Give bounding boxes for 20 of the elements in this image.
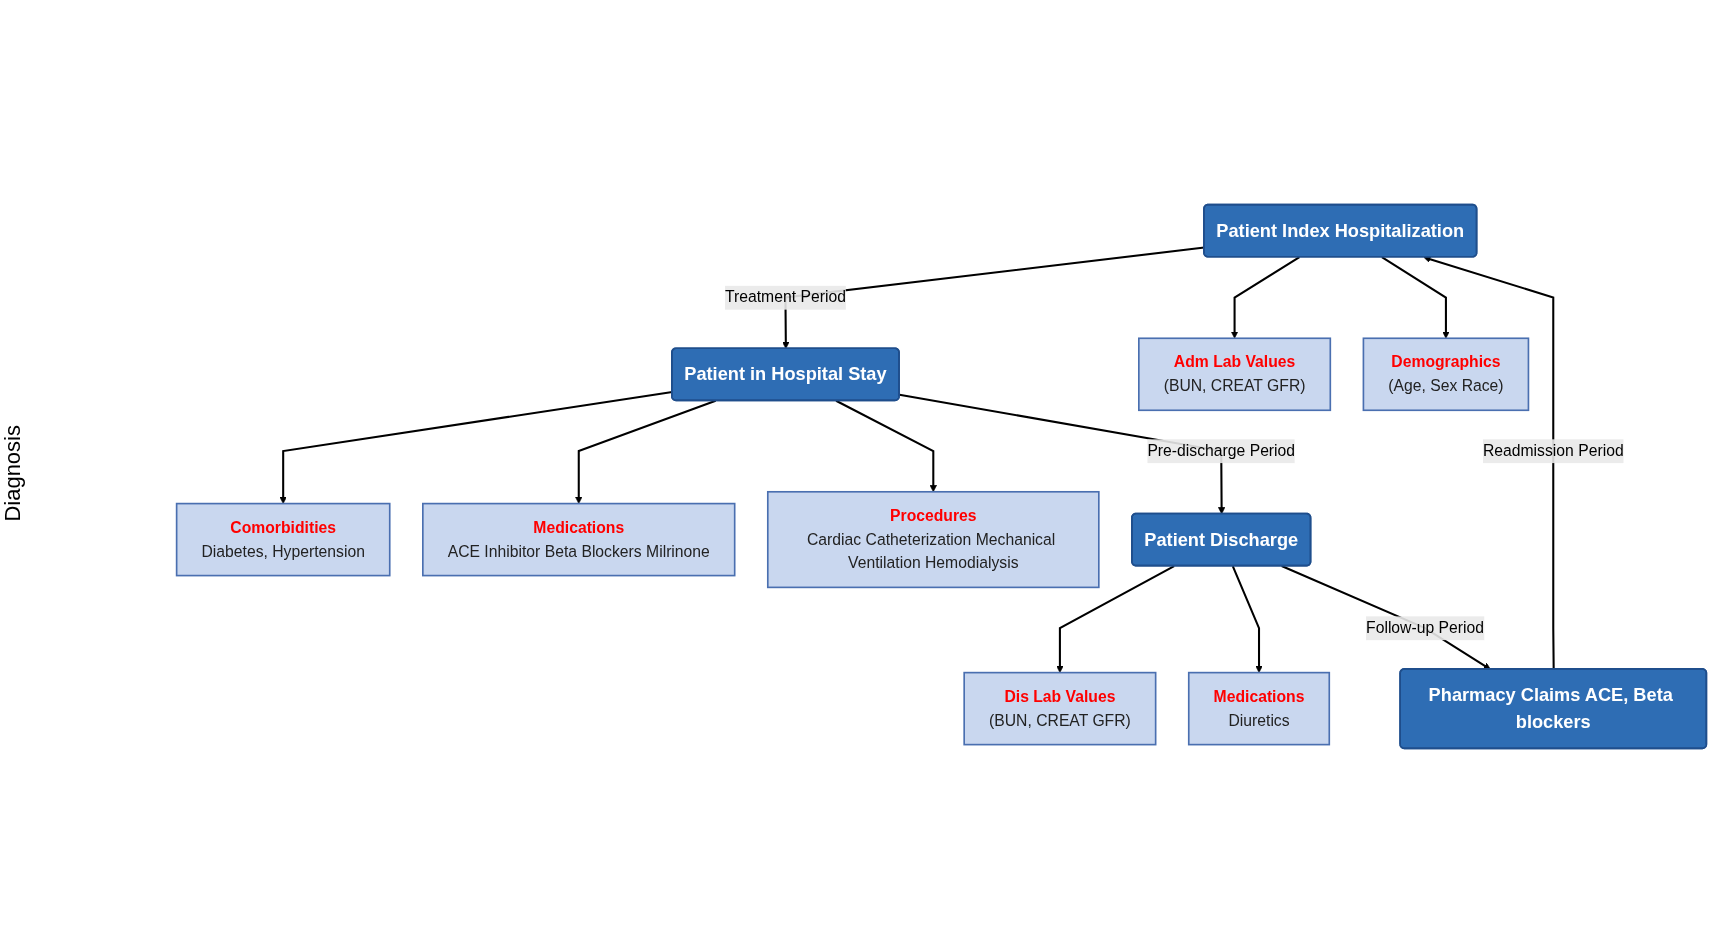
- edge-label: Readmission Period: [1482, 441, 1624, 459]
- node-box: Procedures Cardiac Catheterization Mechanical Ventilation Hemodialysis: [766, 490, 1100, 588]
- arrow: [1230, 255, 1300, 339]
- side-label: Diagnosis: [0, 424, 26, 522]
- node-box: Demographics (Age, Sex Race): [1362, 336, 1530, 411]
- node-box: Medications ACE Inhibitor Beta Blockers Milrinone: [422, 502, 736, 576]
- edge-label: Treatment Period: [725, 287, 846, 306]
- arrow: [1381, 255, 1450, 339]
- node-box: Medications Diuretics: [1187, 671, 1331, 745]
- edge-label: Pre-discharge Period: [1147, 441, 1296, 459]
- arrow: [1056, 564, 1175, 673]
- arrow: [575, 399, 717, 504]
- arrow: [1231, 565, 1263, 673]
- node-box: Dis Lab Values (BUN, CREAT GFR): [963, 671, 1157, 745]
- arrow: [1281, 564, 1491, 670]
- arrow: [835, 399, 937, 492]
- edge-label: Follow-up Period: [1366, 618, 1485, 636]
- node-box: Comorbidities Diabetes, Hypertension: [175, 502, 391, 576]
- arrow: [1423, 255, 1555, 669]
- node-box: Adm Lab Values (BUN, CREAT GFR): [1138, 336, 1332, 411]
